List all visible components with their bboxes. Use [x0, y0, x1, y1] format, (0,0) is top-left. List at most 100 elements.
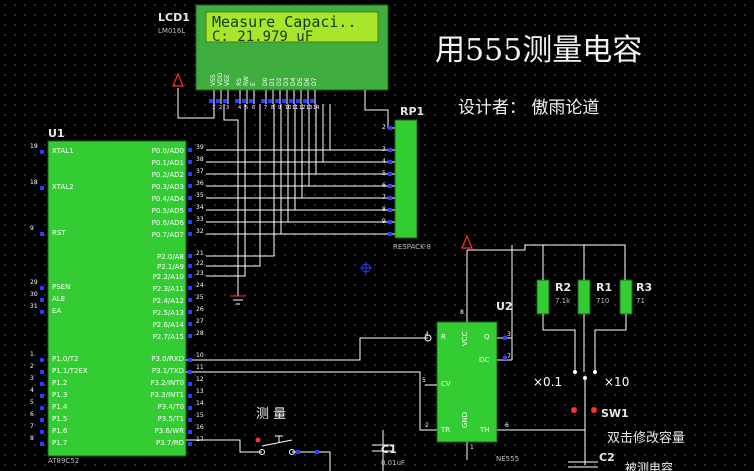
rp1-pin-number: 7	[382, 194, 386, 201]
lcd-line-2: C: 21.979 uF	[212, 29, 314, 45]
u1-pin-number: 17	[196, 436, 204, 443]
u1-pin-number: 4	[30, 387, 34, 394]
u1-body	[47, 140, 187, 457]
u1-pin-label: P0.4/AD4	[151, 195, 184, 203]
lcd-pin-label: VEE	[224, 74, 231, 86]
u2-pin-r: R	[441, 333, 446, 341]
lcd-pin-number: 3	[226, 105, 230, 111]
u2-pin-num: 8	[460, 309, 464, 316]
lcd-pin-number: 5	[245, 105, 249, 111]
u1-pin-number: 28	[196, 330, 204, 337]
u1-pin-label: P3.3/INT1	[150, 391, 184, 399]
lcd-pin-number: 10	[285, 105, 292, 111]
u2-pin-vcc: VCC	[461, 331, 469, 346]
designer-credit: 设计者： 傲雨论道	[458, 98, 600, 118]
lcd-pin-number: 9	[278, 105, 282, 111]
measure-button[interactable]	[258, 432, 296, 456]
u1-pin-number: 5	[30, 399, 34, 406]
lcd-pin-number: 8	[271, 105, 275, 111]
rp1-pin-number: 9	[382, 218, 386, 225]
sw1-ref[interactable]: SW1	[601, 407, 629, 420]
u1-pin-label: P3.1/TXD	[151, 367, 184, 375]
rp1-pin-number: 2	[382, 124, 386, 131]
u2-pin-tr: TR	[441, 426, 451, 434]
u1-pin-label: P3.0/RXD	[151, 355, 184, 363]
u2-ref: U2	[496, 300, 513, 313]
u1-pin-label: P1.1/T2EX	[52, 367, 88, 375]
u1-pin-number: 11	[196, 364, 204, 371]
edit-capacitance-hint: 双击修改容量	[607, 431, 686, 446]
rp1-pin-number: 3	[382, 146, 386, 153]
c2-label: 被测电容	[625, 461, 674, 471]
u1-pin-label: P3.4/T0	[157, 403, 184, 411]
u1-pin-number: 32	[196, 228, 204, 235]
r3-value: 71	[636, 297, 645, 305]
u1-pin-label: P1.5	[52, 415, 68, 423]
u2-pin-num: 1	[470, 444, 474, 451]
u1-pin-number: 18	[30, 179, 38, 186]
switch-contact-icon[interactable]	[571, 407, 577, 413]
c1-value: 0.01uF	[381, 459, 406, 467]
u1-pin-label: P2.3/A11	[152, 285, 184, 293]
switch-contact-icon[interactable]	[591, 407, 597, 413]
u1-pin-number: 29	[30, 279, 38, 286]
u1-pin-number: 1	[30, 351, 34, 358]
u1-pin-number: 39	[196, 144, 204, 151]
u1-pin-label: P1.6	[52, 427, 68, 435]
r3-body	[619, 279, 633, 315]
lcd-pin-number: 1	[212, 105, 216, 111]
u1-pin-label: P1.4	[52, 403, 68, 411]
u2-body	[436, 321, 498, 443]
lcd-line-1: Measure Capaci..	[212, 13, 357, 31]
u1-pin-number: 22	[196, 260, 204, 267]
u1-ref: U1	[48, 127, 65, 140]
u1-pin-label: P3.6/WR	[154, 427, 185, 435]
u1-pin-number: 15	[196, 412, 204, 419]
u1-pin-number: 26	[196, 306, 204, 313]
u1-pin-number: 14	[196, 400, 204, 407]
u1-pin-number: 10	[196, 352, 204, 359]
u1-pin-number: 23	[196, 270, 204, 277]
u1-pin-number: 9	[30, 225, 34, 232]
u1-pin-number: 30	[30, 291, 38, 298]
rp1-ref: RP1	[400, 105, 425, 118]
u1-pin-number: 25	[196, 294, 204, 301]
lcd-ref: LCD1	[158, 11, 190, 24]
r2-ref: R2	[555, 281, 572, 294]
u2-pin-gnd: GND	[461, 411, 469, 428]
rp1-body	[394, 119, 418, 239]
r2-value: 7.1k	[555, 297, 571, 305]
u1-pin-label: P2.0/A8	[157, 253, 184, 261]
u1-pin-label: XTAL1	[52, 147, 74, 155]
lcd-pin-number: 14	[313, 105, 320, 111]
lcd-pin-number: 6	[252, 105, 256, 111]
lcd-pin-label: D7	[311, 77, 318, 86]
u1-pin-label: P2.2/A10	[152, 273, 184, 281]
u1-pin-label: P2.5/A13	[152, 309, 184, 317]
measure-button-label: 测 量	[256, 407, 287, 422]
u2-pin-num: 2	[425, 422, 429, 429]
r1-body	[577, 279, 591, 315]
u1-model: AT89C52	[48, 457, 80, 465]
c2-ref[interactable]: C2	[599, 451, 615, 464]
u2-pin-num: 5	[422, 377, 426, 384]
r3-ref: R3	[636, 281, 653, 294]
u1-pin-label: P1.2	[52, 379, 68, 387]
u2-pin-num: 3	[507, 331, 511, 338]
u1-pin-label: P3.7/RD	[156, 439, 184, 447]
u1-pin-number: 27	[196, 318, 204, 325]
u1-pin-number: 7	[30, 423, 34, 430]
u1-pin-label: P0.2/AD2	[151, 171, 184, 179]
u1-pin-label: P0.7/AD7	[151, 231, 184, 239]
u1-pin-number: 35	[196, 192, 204, 199]
u2-model: NE555	[496, 455, 520, 463]
u2-pin-th: TH	[480, 426, 490, 434]
u1-pin-number: 33	[196, 216, 204, 223]
u1-pin-label: P1.0/T2	[52, 355, 79, 363]
rp1-pin-number: 5	[382, 170, 386, 177]
lcd-pin-label: E	[250, 82, 257, 86]
u1-pin-label: P3.5/T1	[157, 415, 184, 423]
u1-pin-number: 24	[196, 282, 204, 289]
